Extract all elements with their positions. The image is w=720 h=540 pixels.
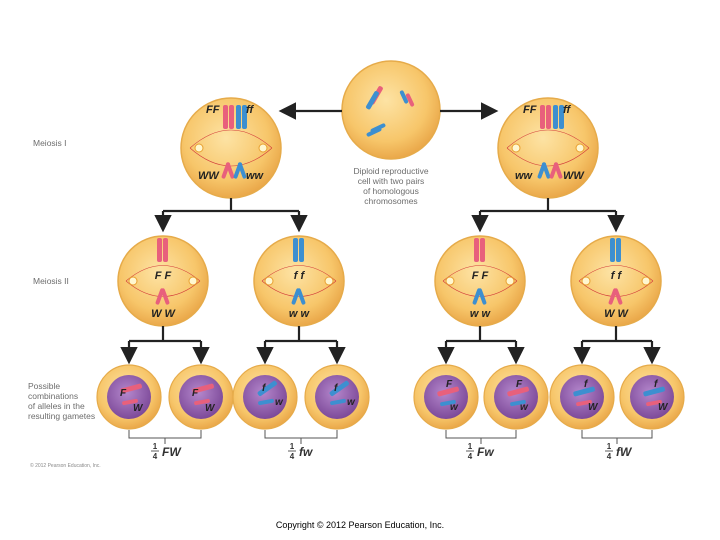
svg-text:W: W	[658, 402, 669, 413]
gamete-8: f W	[619, 364, 685, 430]
svg-text:Diploid reproductive: Diploid reproductive	[353, 166, 428, 176]
svg-text:WW: WW	[198, 170, 220, 182]
svg-text:1: 1	[290, 442, 295, 451]
meiosis2-cell-3: F F w w	[434, 235, 526, 327]
svg-text:f: f	[334, 383, 339, 394]
svg-text:F: F	[516, 379, 523, 390]
result-label-4: 1 4 fW	[605, 442, 633, 461]
svg-text:w: w	[520, 402, 529, 413]
svg-text:4: 4	[468, 452, 473, 461]
svg-text:FW: FW	[162, 445, 182, 459]
svg-text:ff: ff	[246, 104, 254, 116]
bracket-left-meiosis1	[154, 198, 308, 233]
gamete-4: f w	[304, 364, 370, 430]
bracket-meiosis2-4	[573, 326, 661, 365]
label-possible-combinations: Possible combinations of alleles in the …	[28, 381, 95, 421]
label-meiosis-1: Meiosis I	[33, 138, 67, 148]
svg-text:W W: W W	[151, 308, 176, 320]
svg-text:f: f	[262, 383, 267, 394]
svg-text:W: W	[133, 403, 144, 414]
svg-text:W W: W W	[604, 308, 629, 320]
result-label-3: 1 4 Fw	[466, 442, 494, 461]
svg-text:fW: fW	[616, 445, 633, 459]
svg-text:w: w	[347, 397, 356, 408]
result-bracket-2	[264, 430, 338, 444]
meiosis1-cell-left: FF ff WW ww	[180, 97, 282, 199]
svg-text:f: f	[584, 379, 589, 390]
svg-text:FF: FF	[523, 104, 537, 116]
gamete-3: f w	[232, 364, 298, 430]
meiosis2-cell-1: F F W W	[117, 235, 209, 327]
svg-text:ww: ww	[515, 170, 534, 182]
svg-text:1: 1	[153, 442, 158, 451]
svg-text:w: w	[450, 402, 459, 413]
svg-text:1: 1	[468, 442, 473, 451]
svg-text:ww: ww	[246, 170, 265, 182]
small-copyright: © 2012 Pearson Education, Inc.	[30, 462, 101, 469]
meiosis1-cell-right: FF ff ww WW	[497, 97, 599, 199]
gamete-7: f W	[549, 364, 615, 430]
label-meiosis-2: Meiosis II	[33, 276, 69, 286]
gamete-6: F w	[483, 364, 549, 430]
svg-text:4: 4	[290, 452, 295, 461]
svg-text:w w: w w	[470, 308, 492, 320]
svg-text:resulting gametes: resulting gametes	[28, 411, 95, 421]
svg-text:f: f	[654, 379, 659, 390]
svg-text:F F: F F	[155, 270, 172, 282]
svg-text:W: W	[205, 403, 216, 414]
svg-text:cell with two pairs: cell with two pairs	[358, 176, 425, 186]
svg-text:FF: FF	[206, 104, 220, 116]
copyright-footer: Copyright © 2012 Pearson Education, Inc.	[275, 520, 445, 530]
bracket-meiosis2-1	[120, 326, 210, 365]
svg-text:F: F	[120, 388, 127, 399]
meiosis2-cell-2: f f w w	[253, 235, 345, 327]
svg-text:w: w	[275, 397, 284, 408]
svg-text:ff: ff	[563, 104, 571, 116]
svg-text:F: F	[192, 388, 199, 399]
svg-text:4: 4	[607, 452, 612, 461]
gamete-1: F W	[96, 364, 162, 430]
gamete-5: F w	[413, 364, 479, 430]
meiosis2-cell-4: f f W W	[570, 235, 662, 327]
svg-text:Possible: Possible	[28, 381, 60, 391]
svg-text:F F: F F	[472, 270, 489, 282]
svg-text:w w: w w	[289, 308, 311, 320]
result-label-2: 1 4 fw	[288, 442, 313, 461]
result-bracket-1	[128, 430, 202, 444]
svg-text:f f: f f	[611, 270, 623, 282]
svg-text:chromosomes: chromosomes	[364, 196, 417, 206]
svg-text:fw: fw	[299, 445, 313, 459]
svg-text:WW: WW	[563, 170, 585, 182]
svg-text:combinations: combinations	[28, 391, 78, 401]
parent-cell	[341, 60, 441, 160]
parent-cell-caption: Diploid reproductive cell with two pairs…	[353, 166, 428, 206]
svg-text:1: 1	[607, 442, 612, 451]
result-label-1: 1 4 FW	[151, 442, 182, 461]
bracket-meiosis2-3	[437, 326, 525, 365]
bracket-meiosis2-2	[256, 326, 346, 365]
svg-text:of homologous: of homologous	[363, 186, 419, 196]
svg-text:4: 4	[153, 452, 158, 461]
svg-text:of alleles in the: of alleles in the	[28, 401, 85, 411]
result-bracket-3	[445, 430, 517, 444]
svg-text:F: F	[446, 379, 453, 390]
svg-text:f f: f f	[294, 270, 306, 282]
gamete-2: F W	[168, 364, 234, 430]
result-bracket-4	[581, 430, 653, 444]
svg-text:Fw: Fw	[477, 445, 494, 459]
bracket-right-meiosis1	[471, 198, 625, 233]
svg-text:W: W	[588, 402, 599, 413]
